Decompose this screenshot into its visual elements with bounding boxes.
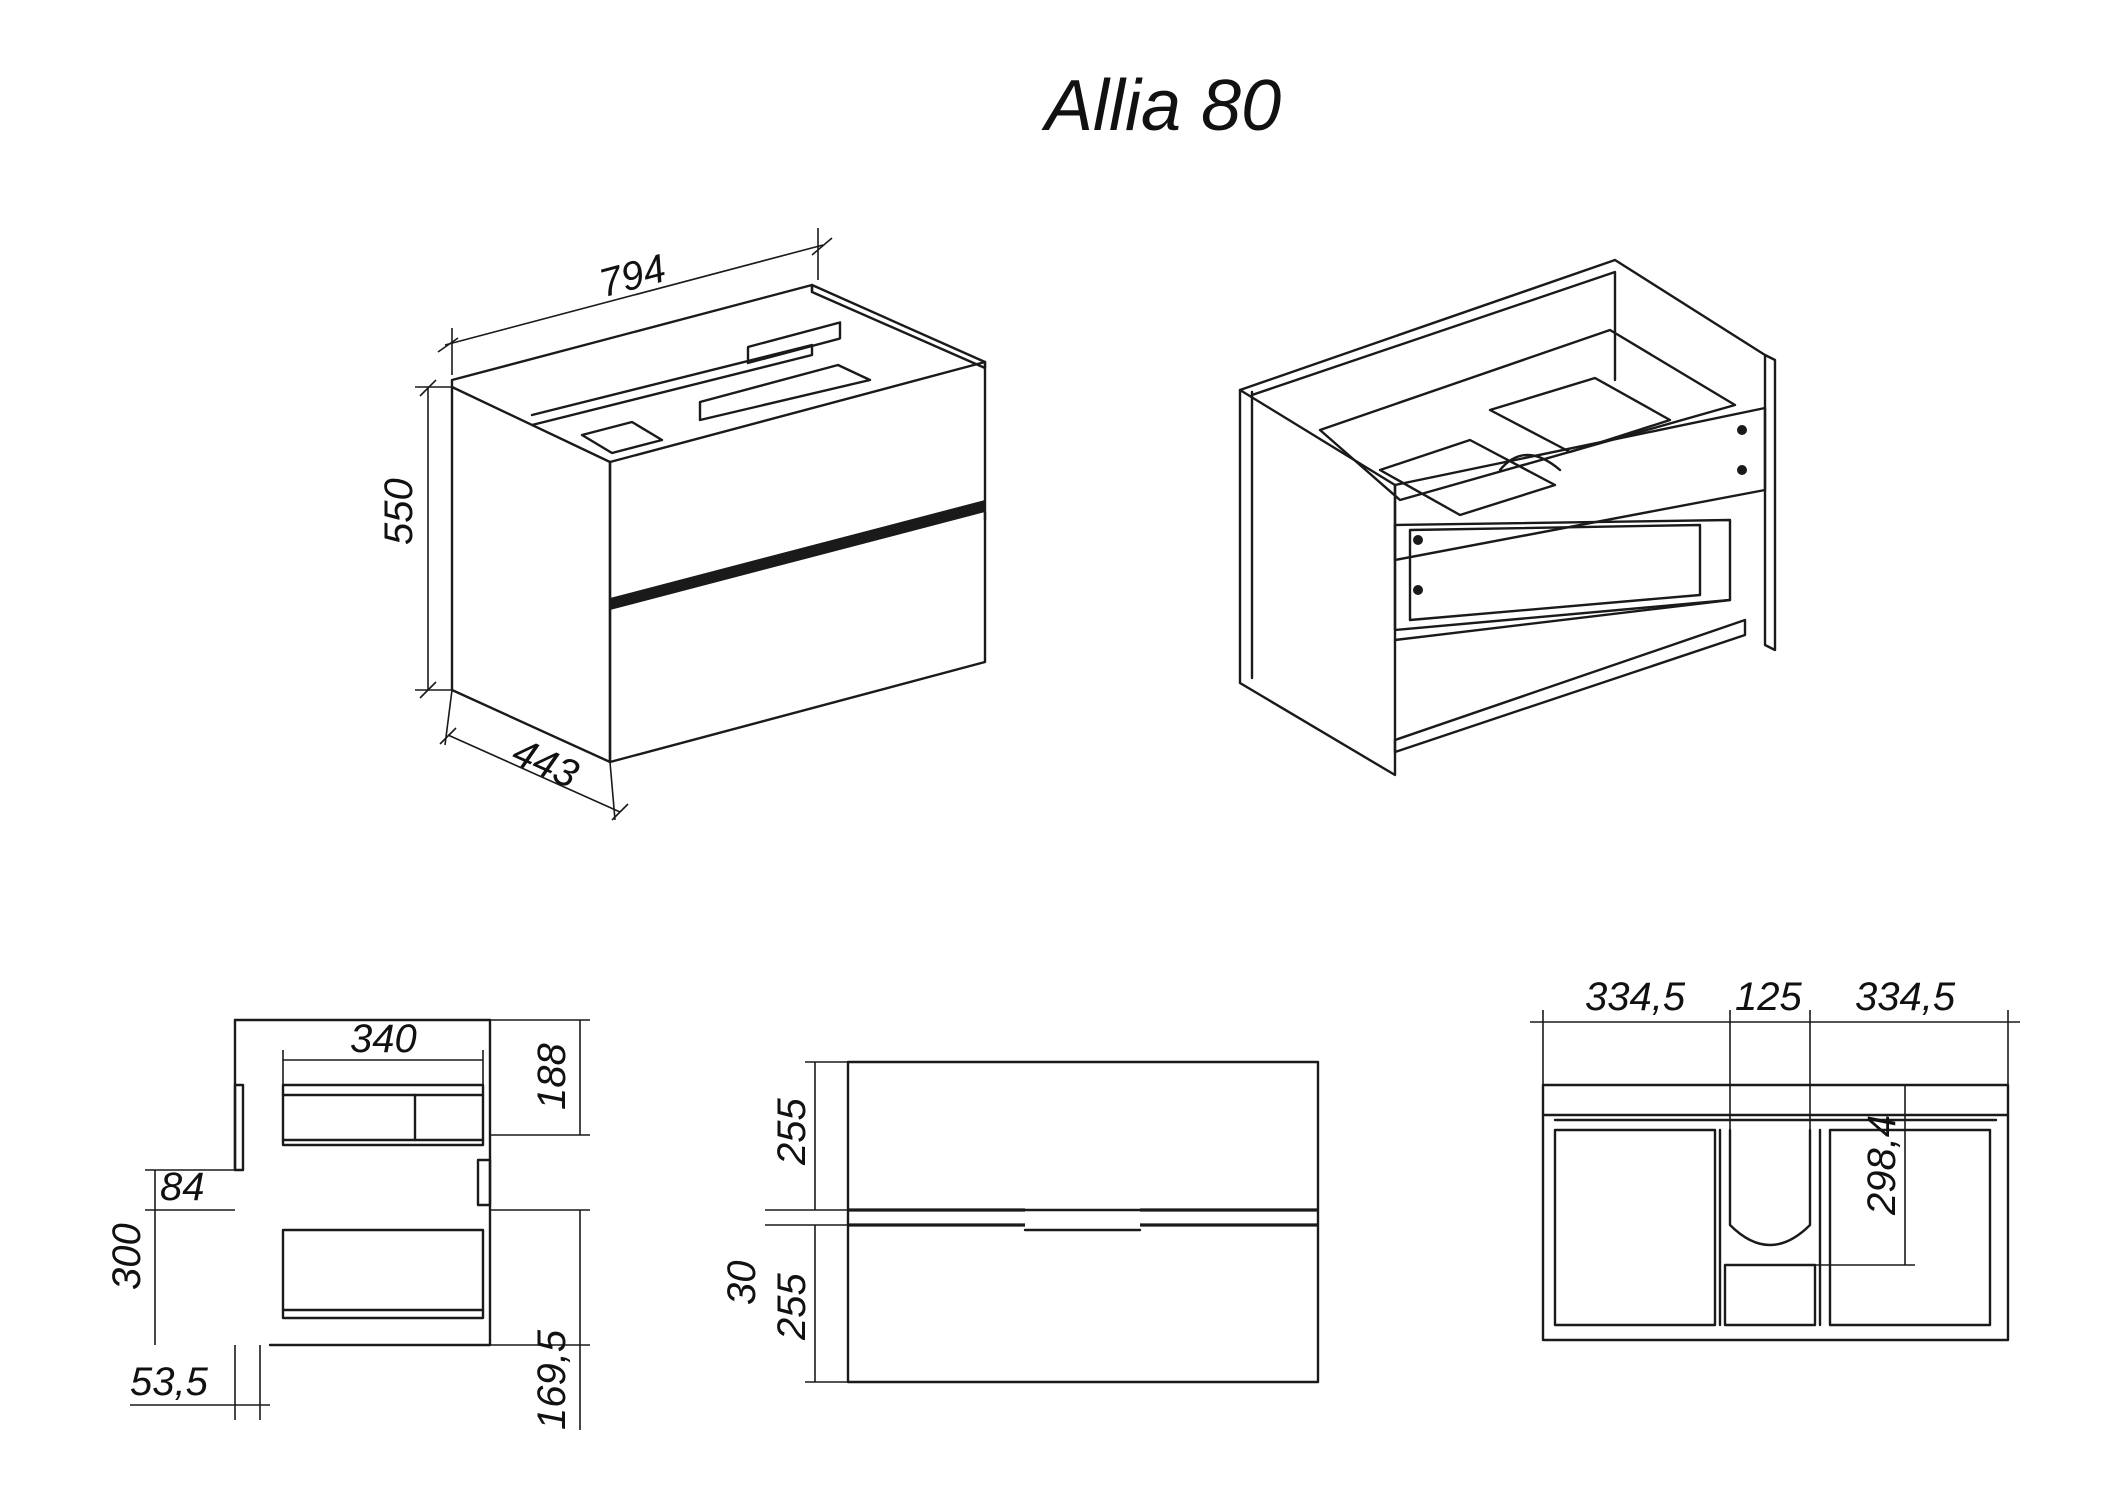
iso-side-panel — [450, 385, 612, 764]
dim-front-255-top-label: 255 — [770, 1098, 814, 1166]
dim-84: 84 — [145, 1165, 235, 1211]
dim-top-298-4: 298,4 — [1815, 1085, 1915, 1266]
dim-top-center-label: 125 — [1735, 975, 1802, 1019]
dim-53-5-label: 53,5 — [130, 1360, 209, 1404]
dim-front-255-bottom-label: 255 — [770, 1273, 814, 1341]
dim-340-label: 340 — [350, 1017, 417, 1061]
iso-drawer-gap — [610, 500, 985, 610]
dim-794-label: 794 — [595, 246, 671, 306]
side-bottom-drawer — [281, 1228, 485, 1320]
open-top-drawer-front-frame — [1393, 406, 1767, 562]
iso-back-riser — [810, 283, 987, 370]
dim-188: 188 — [490, 1019, 590, 1136]
top-outline — [1541, 1083, 2010, 1342]
open-side-panel — [1238, 388, 1397, 777]
drawing-title: Allia 80 — [1041, 66, 1281, 146]
dim-443-label: 443 — [506, 730, 585, 797]
dim-top-right-label: 334,5 — [1855, 975, 1956, 1019]
dim-84-label: 84 — [160, 1165, 205, 1209]
front-outline — [846, 1060, 1320, 1384]
isometric-closed-cabinet: 794 550 443 — [377, 228, 987, 821]
open-siphon-cutout — [1498, 453, 1562, 472]
side-section-view: 340 188 84 300 53,5 169,5 — [105, 1017, 590, 1430]
open-lower-drawer — [1393, 518, 1732, 632]
side-outline — [233, 1018, 492, 1347]
dim-top-298-4-label: 298,4 — [1860, 1115, 1904, 1216]
front-view: 255 30 255 — [720, 1060, 1320, 1384]
dim-550-label: 550 — [377, 478, 421, 545]
dim-300: 300 — [105, 1170, 156, 1345]
dim-front-30: 30 — [720, 1209, 848, 1306]
side-handle — [476, 1158, 492, 1207]
iso-handle — [746, 321, 842, 365]
dim-169-5-label: 169,5 — [530, 1329, 574, 1430]
open-lower-drawer-inner — [1408, 523, 1702, 622]
dim-front-30-label: 30 — [720, 1261, 764, 1306]
iso-front-face — [608, 360, 987, 764]
open-back-top — [1238, 258, 1767, 392]
open-drawer-compartment — [1378, 438, 1557, 517]
dim-front-255-top: 255 — [770, 1061, 848, 1210]
dim-169-5: 169,5 — [490, 1209, 590, 1430]
dim-front-255-bottom: 255 — [770, 1225, 848, 1383]
iso-inner-box-right — [698, 363, 872, 422]
top-right-compartment — [1828, 1128, 1992, 1327]
top-left-compartment — [1553, 1128, 1717, 1327]
dim-340: 340 — [282, 1017, 484, 1085]
iso-back-top — [450, 283, 814, 389]
open-bottom-shelf — [1393, 618, 1747, 754]
dim-188-label: 188 — [530, 1043, 574, 1110]
top-center-box — [1723, 1263, 1817, 1327]
dim-top-left-label: 334,5 — [1585, 975, 1686, 1019]
dim-53-5: 53,5 — [130, 1345, 270, 1420]
open-drawer-top-box — [1318, 328, 1737, 502]
open-drawer-compartment-right — [1488, 376, 1672, 454]
dim-top-sections: 334,5 125 334,5 — [1530, 975, 2020, 1130]
dim-height-550: 550 — [377, 379, 452, 699]
side-top-drawer — [281, 1083, 485, 1147]
iso-inner-box-left — [580, 420, 664, 455]
top-view: 334,5 125 334,5 298,4 — [1530, 975, 2020, 1342]
top-siphon-cutout — [1728, 1128, 1812, 1247]
dim-width-794: 794 — [437, 228, 833, 375]
dim-300-label: 300 — [105, 1223, 149, 1290]
dim-depth-443: 443 — [439, 689, 629, 821]
open-right-riser — [1763, 353, 1777, 652]
side-rail — [233, 1083, 245, 1172]
iso-inner-rail — [530, 343, 814, 427]
isometric-open-cabinet — [1238, 258, 1777, 777]
open-back-inner — [1250, 270, 1617, 397]
